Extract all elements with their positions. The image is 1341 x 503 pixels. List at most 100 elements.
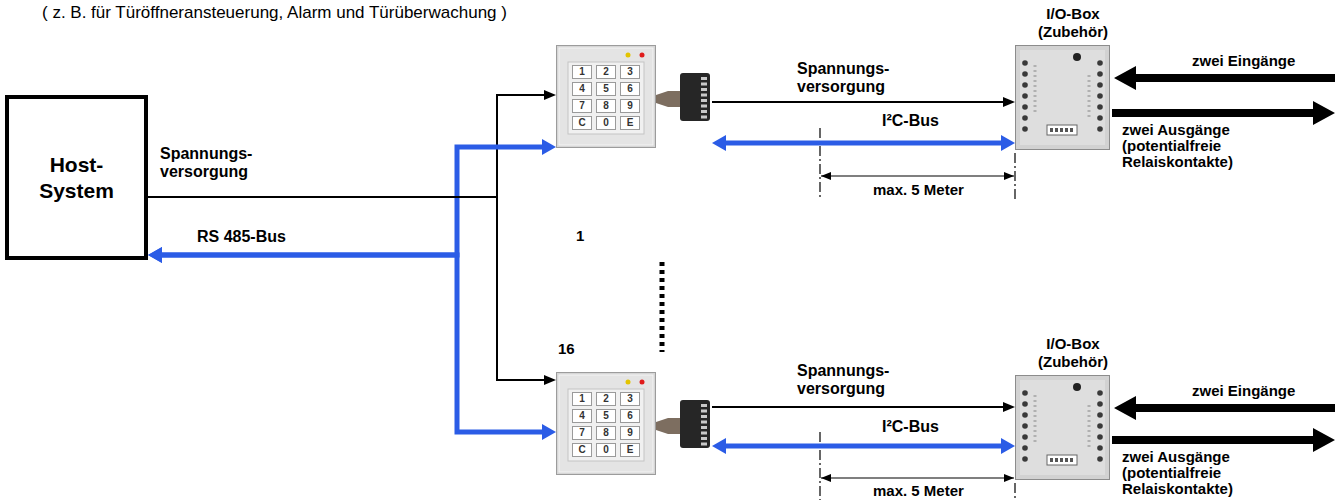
drawing-part bbox=[557, 46, 656, 148]
drawing-part bbox=[557, 373, 656, 475]
drawing-part bbox=[701, 116, 707, 119]
key-label: 1 bbox=[572, 65, 592, 79]
key-label: 4 bbox=[572, 409, 592, 423]
keypad-device: 16123456789C0E bbox=[556, 372, 712, 475]
power-connector bbox=[712, 406, 1003, 408]
note-text: ( z. B. für Türöffneransteuerung, Alarm … bbox=[40, 3, 509, 23]
keypad-device: 1123456789C0E bbox=[556, 45, 712, 148]
drawing-part bbox=[680, 73, 710, 121]
bus-connector bbox=[726, 141, 1001, 146]
box-heading: I/O-Box (Zubehör) bbox=[1027, 335, 1119, 371]
input-arrow bbox=[1114, 396, 1335, 420]
drawing-part bbox=[1022, 71, 1028, 77]
drawing-part bbox=[559, 48, 653, 145]
io-box: I/O-Box (Zubehör) bbox=[1015, 45, 1110, 150]
drawing-part bbox=[1022, 401, 1028, 407]
drawing-part bbox=[1022, 445, 1028, 451]
drawing-part bbox=[701, 443, 707, 446]
drawing-part bbox=[1097, 445, 1103, 451]
drawing-part bbox=[626, 53, 631, 58]
drawing-part bbox=[1047, 455, 1077, 465]
drawing-part bbox=[1055, 458, 1058, 462]
key-label: 9 bbox=[620, 99, 640, 113]
drawing-part bbox=[1060, 128, 1063, 132]
key-label: 5 bbox=[596, 409, 616, 423]
drawing-part bbox=[1022, 126, 1028, 132]
drawing-part bbox=[1016, 46, 1110, 150]
connector-label: I²C-Bus bbox=[880, 112, 941, 130]
drawing-part bbox=[640, 380, 645, 385]
key-label: C bbox=[572, 116, 592, 130]
drawing-part bbox=[656, 91, 680, 107]
key-label: 0 bbox=[596, 443, 616, 457]
drawing-part bbox=[1022, 60, 1028, 66]
drawing-part bbox=[1035, 395, 1089, 447]
drawing-part bbox=[1055, 128, 1058, 132]
connector-label: Spannungs- versorgung bbox=[795, 60, 891, 96]
drawing-part bbox=[626, 380, 631, 385]
dimension-arrow bbox=[821, 477, 1014, 478]
dimension-line bbox=[1014, 153, 1015, 200]
dimension-label: max. 5 Meter bbox=[871, 482, 966, 499]
drawing-part bbox=[701, 94, 707, 97]
bus-connector bbox=[162, 255, 542, 432]
drawing-part bbox=[1022, 456, 1028, 462]
drawing-part bbox=[701, 404, 707, 407]
keypad-illustration bbox=[556, 372, 712, 475]
drawing-part bbox=[656, 418, 680, 434]
drawing-part bbox=[1065, 458, 1068, 462]
drawing-part bbox=[1047, 125, 1077, 135]
drawing-part bbox=[1097, 423, 1103, 429]
drawing-part bbox=[559, 375, 653, 472]
drawing-part bbox=[701, 105, 707, 108]
drawing-part bbox=[1022, 104, 1028, 110]
drawing-part bbox=[1097, 60, 1103, 66]
connector-label: RS 485-Bus bbox=[195, 228, 288, 246]
drawing-part bbox=[1097, 456, 1103, 462]
key-label: 9 bbox=[620, 426, 640, 440]
key-label: 2 bbox=[596, 65, 616, 79]
io-box-illustration bbox=[1015, 45, 1110, 150]
power-connector bbox=[148, 197, 544, 380]
box-title: Host- System bbox=[39, 152, 114, 202]
drawing-part bbox=[1060, 458, 1063, 462]
signal-label: zwei Ausgänge (potentialfreie Relaiskont… bbox=[1120, 122, 1264, 170]
drawing-part bbox=[1020, 50, 1105, 145]
key-label: 8 bbox=[596, 426, 616, 440]
io-box: I/O-Box (Zubehör) bbox=[1015, 375, 1110, 480]
drawing-part bbox=[1016, 376, 1110, 480]
drawing-part bbox=[1097, 104, 1103, 110]
key-label: 0 bbox=[596, 116, 616, 130]
dimension-line bbox=[819, 128, 820, 200]
drawing-part bbox=[701, 83, 707, 86]
drawing-part bbox=[1097, 390, 1103, 396]
callout-number: 16 bbox=[558, 340, 575, 358]
dimension-label: max. 5 Meter bbox=[871, 181, 966, 198]
dimension-line bbox=[1014, 483, 1015, 500]
keypad-illustration bbox=[556, 45, 712, 148]
drawing-part bbox=[680, 400, 710, 448]
connector-label: I²C-Bus bbox=[880, 418, 941, 436]
drawing-part bbox=[1097, 126, 1103, 132]
drawing-part bbox=[1097, 401, 1103, 407]
signal-label: zwei Ausgänge (potentialfreie Relaiskont… bbox=[1120, 449, 1264, 497]
key-label: 2 bbox=[596, 392, 616, 406]
drawing-part bbox=[1022, 93, 1028, 99]
ellipsis-dots bbox=[660, 262, 665, 352]
key-label: 3 bbox=[620, 65, 640, 79]
drawing-part bbox=[568, 389, 644, 461]
key-label: 5 bbox=[596, 82, 616, 96]
drawing-part bbox=[701, 421, 707, 424]
key-label: 1 bbox=[572, 392, 592, 406]
connector-label: Spannungs- versorgung bbox=[795, 362, 891, 398]
drawing-part bbox=[701, 410, 707, 413]
signal-label: zwei Eingänge bbox=[1190, 382, 1297, 399]
callout-number: 1 bbox=[576, 227, 584, 245]
key-label: 6 bbox=[620, 82, 640, 96]
drawing-part bbox=[701, 88, 707, 91]
key-label: 7 bbox=[572, 426, 592, 440]
drawing-part bbox=[1035, 65, 1089, 117]
key-label: 4 bbox=[572, 82, 592, 96]
drawing-part bbox=[701, 110, 707, 113]
key-label: 8 bbox=[596, 99, 616, 113]
